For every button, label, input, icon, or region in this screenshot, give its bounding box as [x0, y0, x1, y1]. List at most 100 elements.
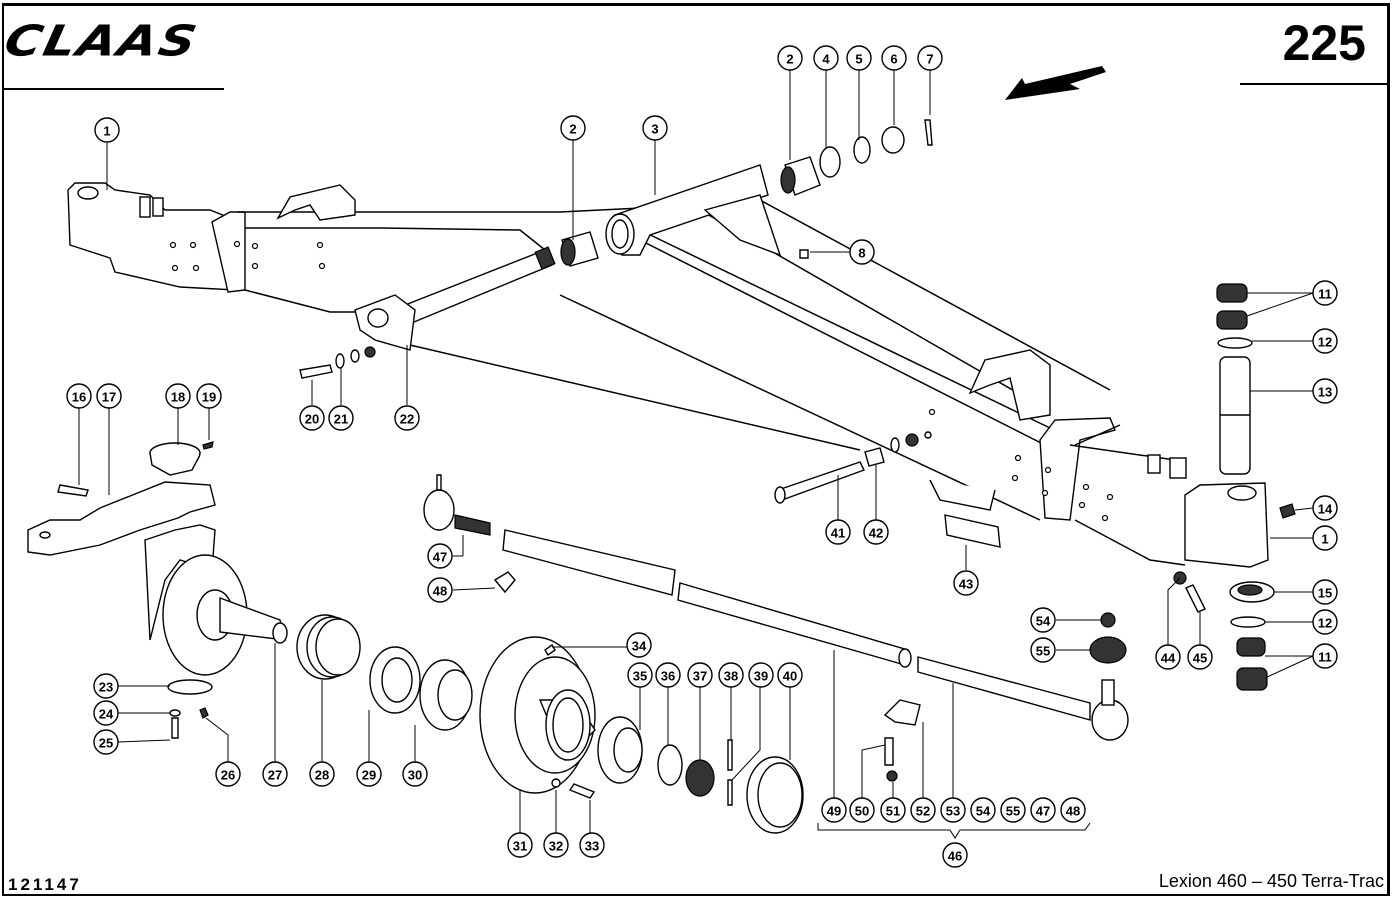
callout-51: 51 [880, 797, 906, 823]
callout-circle [94, 117, 120, 143]
callout-number: 53 [946, 804, 960, 819]
callout-37: 37 [687, 662, 713, 688]
callout-number: 6 [890, 52, 897, 67]
callout-number: 55 [1006, 804, 1020, 819]
callout-19: 19 [196, 383, 222, 409]
callout-28: 28 [309, 761, 335, 787]
clamp-48 [493, 571, 516, 594]
callout-circle [196, 383, 222, 409]
callout-25: 25 [93, 729, 119, 755]
callout-circle [356, 761, 382, 787]
callout-49: 49 [821, 797, 847, 823]
callout-54: 54 [1030, 607, 1056, 633]
callout-circle [849, 797, 875, 823]
callout-number: 54 [976, 804, 991, 819]
callout-2: 2 [560, 115, 586, 141]
callout-circle [215, 761, 241, 787]
callout-circle [880, 797, 906, 823]
logo-divider [2, 88, 224, 90]
callout-circle [718, 662, 744, 688]
callout-number: 24 [99, 707, 114, 722]
steering-knuckle [144, 524, 288, 676]
callout-circle [394, 405, 420, 431]
callout-circle [1000, 797, 1026, 823]
callout-circle [93, 673, 119, 699]
callout-15: 15 [1312, 579, 1338, 605]
callout-number: 26 [221, 768, 235, 783]
callout-number: 55 [1036, 644, 1050, 659]
callout-circle [881, 45, 907, 71]
bushing-2-left [560, 231, 599, 267]
callout-18: 18 [165, 383, 191, 409]
callout-circle [579, 832, 605, 858]
callout-14: 14 [1312, 495, 1338, 521]
washer-21 [335, 353, 345, 369]
callout-circle [1312, 643, 1338, 669]
castle-nut-6 [881, 126, 905, 154]
callout-number: 49 [827, 804, 841, 819]
callout-31: 31 [507, 832, 533, 858]
callout-number: 11 [1318, 650, 1332, 665]
callout-53: 53 [940, 797, 966, 823]
callout-number: 48 [1066, 804, 1080, 819]
callout-26: 26 [215, 761, 241, 787]
callout-circle [627, 662, 653, 688]
callout-1: 1 [1312, 525, 1338, 551]
callout-42: 42 [863, 519, 889, 545]
callout-number: 46 [948, 849, 962, 864]
callout-5: 5 [846, 45, 872, 71]
tie-rod-tube-49 [677, 582, 909, 666]
bearing-35 [597, 716, 643, 784]
wear-plate-43 [944, 514, 1001, 548]
callout-number: 32 [549, 839, 563, 854]
washer-36 [657, 744, 683, 786]
callout-number: 54 [1036, 614, 1051, 629]
callout-circle [1312, 495, 1338, 521]
callout-circle [910, 797, 936, 823]
bolt-45 [1185, 584, 1206, 613]
callout-number: 43 [959, 577, 973, 592]
bolt-50 [884, 737, 894, 766]
callout-11: 11 [1312, 643, 1338, 669]
callout-circle [262, 761, 288, 787]
callout-circle [93, 729, 119, 755]
callout-number: 36 [661, 669, 675, 684]
arrow-forward-direction-icon [1005, 66, 1106, 100]
callout-17: 17 [96, 383, 122, 409]
callout-circle [846, 45, 872, 71]
grease-nipple-8 [799, 249, 809, 259]
right-end-bracket [1184, 482, 1269, 568]
nut-54 [1100, 612, 1116, 628]
callout-circle [655, 662, 681, 688]
callout-number: 20 [305, 412, 319, 427]
callout-circle [507, 832, 533, 858]
callout-7: 7 [917, 45, 943, 71]
callout-circle [1060, 797, 1086, 823]
callout-number: 38 [724, 669, 738, 684]
callout-circle [953, 570, 979, 596]
callout-circle [1312, 525, 1338, 551]
split-pin-39 [727, 779, 733, 806]
callout-number: 44 [1161, 651, 1176, 666]
callout-36: 36 [655, 662, 681, 688]
castle-nut-37 [685, 759, 715, 797]
callout-circle [1312, 280, 1338, 306]
callout-number: 19 [202, 390, 216, 405]
callout-34: 34 [626, 632, 652, 658]
callout-number: 39 [754, 669, 768, 684]
clamp-52 [883, 699, 921, 726]
thrust-washer-5 [853, 136, 871, 164]
page-number: 225 [1282, 15, 1366, 71]
callout-circle [825, 519, 851, 545]
steering-arm-17 [27, 481, 216, 556]
king-pin-cap-18 [149, 442, 201, 476]
callout-circle [1312, 579, 1338, 605]
callout-circle [309, 761, 335, 787]
nut-51 [886, 770, 898, 782]
bolt-20 [299, 364, 333, 379]
callout-circle [748, 662, 774, 688]
callout-number: 48 [433, 584, 447, 599]
grease-nipple-19 [202, 441, 214, 450]
